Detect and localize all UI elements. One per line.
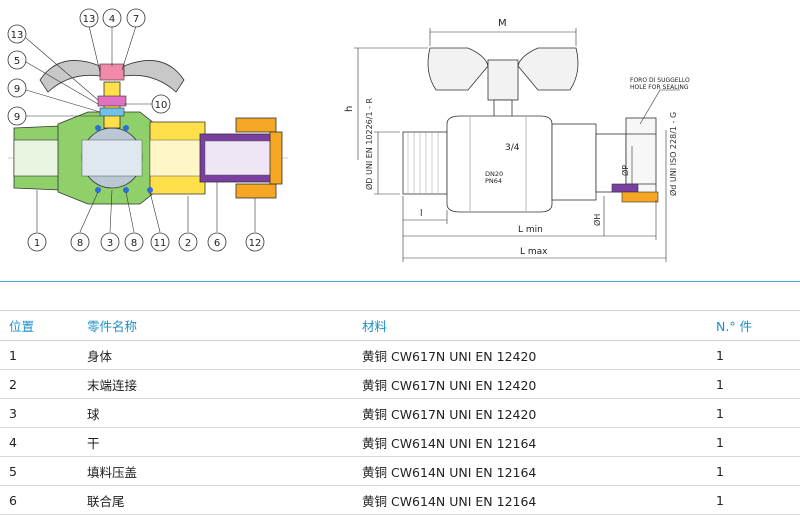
body-marking-size: 3/4 [505, 143, 520, 153]
cell-part-name: 末端连接 [78, 369, 353, 399]
callout-8-b: 8 [124, 232, 144, 252]
callout-11: 11 [150, 232, 170, 252]
header-position: 位置 [0, 310, 78, 341]
cell-position: 4 [0, 427, 78, 457]
callout-7: 7 [126, 8, 146, 28]
svg-text:12: 12 [249, 238, 262, 249]
callout-1: 1 [27, 232, 47, 252]
cell-material: 黄铜 CW614N UNI EN 12164 [353, 485, 707, 515]
cross-section-view [8, 60, 290, 205]
callout-13-left: 13 [7, 24, 27, 44]
callout-3: 3 [100, 232, 120, 252]
dim-label-m: M [498, 18, 507, 29]
svg-text:10: 10 [155, 100, 168, 111]
callout-6: 6 [207, 232, 227, 252]
cell-material: 黄铜 CW617N UNI EN 12420 [353, 369, 707, 399]
header-quantity: N.° 件 [707, 310, 800, 341]
cell-quantity: 1 [707, 398, 800, 428]
seal-hole-label-en: HOLE FOR SEALING [630, 84, 689, 91]
cell-part-name: 联合尾 [78, 485, 353, 515]
parts-table: 位置 零件名称 材料 N.° 件 1 身体 黄铜 CW617N UNI EN 1… [0, 310, 800, 515]
callout-13-top: 13 [79, 8, 99, 28]
dim-label-oh: ØH [592, 214, 602, 226]
header-part-name: 零件名称 [78, 310, 353, 341]
valve-technical-drawing: 13 4 7 13 5 9 9 10 1 8 3 8 11 2 6 12 [7, 8, 690, 262]
cell-part-name: 填料压盖 [78, 456, 353, 486]
callout-9-b: 9 [7, 106, 27, 126]
cell-position: 1 [0, 340, 78, 370]
dim-label-l: l [420, 209, 423, 219]
cell-position: 3 [0, 398, 78, 428]
cell-material: 黄铜 CW614N UNI EN 12164 [353, 427, 707, 457]
cell-quantity: 1 [707, 369, 800, 399]
svg-text:2: 2 [185, 238, 191, 249]
callout-9-a: 9 [7, 78, 27, 98]
svg-text:1: 1 [34, 238, 40, 249]
svg-text:3: 3 [107, 238, 113, 249]
seal-hole-label-it: FORO DI SUGGELLO [630, 77, 690, 84]
header-material: 材料 [353, 310, 707, 341]
svg-text:7: 7 [133, 14, 139, 25]
callout-5: 5 [7, 50, 27, 70]
callout-8-a: 8 [70, 232, 90, 252]
callout-10: 10 [151, 94, 171, 114]
body-marking-pn: PN64 [485, 177, 502, 185]
cell-position: 2 [0, 369, 78, 399]
table-row: 4 干 黄铜 CW614N UNI EN 12164 1 [0, 427, 800, 457]
svg-text:5: 5 [14, 56, 20, 67]
cell-part-name: 身体 [78, 340, 353, 370]
dim-label-op: ØP [620, 165, 630, 176]
cell-quantity: 1 [707, 485, 800, 515]
cell-position: 6 [0, 485, 78, 515]
table-row: 1 身体 黄铜 CW617N UNI EN 12420 1 [0, 340, 800, 370]
side-view [402, 47, 659, 213]
leader-lines [25, 25, 256, 233]
cell-material: 黄铜 CW617N UNI EN 12420 [353, 340, 707, 370]
svg-text:9: 9 [14, 84, 20, 95]
svg-text:8: 8 [77, 238, 83, 249]
dim-label-h: h [344, 106, 355, 112]
cell-part-name: 干 [78, 427, 353, 457]
callout-12: 12 [245, 232, 265, 252]
cell-quantity: 1 [707, 340, 800, 370]
body-marking-dn: DN20 [485, 170, 503, 178]
table-header-row: 位置 零件名称 材料 N.° 件 [0, 310, 800, 341]
table-row: 5 填料压盖 黄铜 CW614N UNI EN 12164 1 [0, 456, 800, 486]
table-row: 2 末端连接 黄铜 CW617N UNI EN 12420 1 [0, 369, 800, 399]
dimension-lines [354, 28, 680, 262]
callout-2: 2 [178, 232, 198, 252]
dim-label-od-right: Ød UNI ISO 228/1 - G [668, 112, 678, 196]
svg-text:13: 13 [11, 30, 24, 41]
svg-text:8: 8 [131, 238, 137, 249]
dim-label-od-left: ØD UNI EN 10226/1 - R [364, 97, 374, 190]
cell-material: 黄铜 CW617N UNI EN 12420 [353, 398, 707, 428]
svg-text:11: 11 [154, 238, 167, 249]
svg-text:13: 13 [83, 14, 96, 25]
table-row: 3 球 黄铜 CW617N UNI EN 12420 1 [0, 398, 800, 428]
cell-material: 黄铜 CW614N UNI EN 12164 [353, 456, 707, 486]
cell-position: 5 [0, 456, 78, 486]
callout-4: 4 [102, 8, 122, 28]
dim-label-lmax: L max [520, 247, 548, 257]
table-row: 6 联合尾 黄铜 CW614N UNI EN 12164 1 [0, 485, 800, 515]
cell-quantity: 1 [707, 427, 800, 457]
cell-part-name: 球 [78, 398, 353, 428]
dim-label-lmin: L min [518, 225, 543, 235]
svg-text:9: 9 [14, 112, 20, 123]
svg-text:4: 4 [109, 14, 115, 25]
svg-text:6: 6 [214, 238, 220, 249]
cell-quantity: 1 [707, 456, 800, 486]
section-divider [0, 281, 800, 282]
